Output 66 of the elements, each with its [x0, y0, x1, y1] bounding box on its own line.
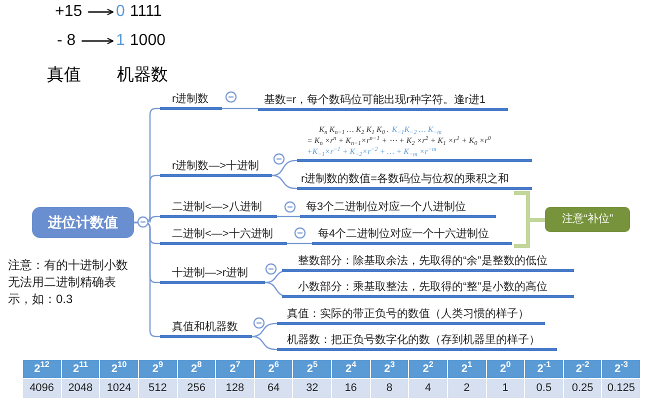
table-cell: 4 [409, 379, 447, 398]
table-header-cell: 2$^{4}$ [332, 360, 370, 378]
table-cell: 0.5 [525, 379, 563, 398]
table-cell: 1024 [100, 379, 138, 398]
topic: 每3个二进制位对应一个八进制位 [300, 200, 496, 218]
topic: r进制数—>十进制 [160, 159, 272, 177]
root-topic: 进位计数值 [32, 207, 134, 238]
branch-line [252, 336, 278, 350]
topic: 真值：实际的带正负号的数值（人类习惯的样子） [277, 307, 545, 325]
table-cell: 64 [254, 379, 292, 398]
table-header-cell: 2$^{11}$ [62, 360, 100, 378]
topic: 基数=r，每个数码位可能出现r种字符。逢r进1 [258, 93, 508, 111]
table-cell: 32 [293, 379, 331, 398]
table-header-cell: 2$^{10}$ [100, 360, 138, 378]
formula: K$_{n}$ K$_{n−1}$ … K$_{2}$ K$_{1}$ K$_{0}$ . K$_{−1}$K$_{−2}$ … K$_{−m}$ = K$_{n}$ ×r$^{n}$ + K$_{n−1}$×r$^{n−1}$ + ⋯ + K$_{2}$ ×r$^{2}$ + K$_{1}$ ×r$^{1}$ + K$_{0}$ ×r$^{0}$ +K$_{−1}$×r$^{−1}$ + K$_{−2}$×r$^{−2}$ + … + K$_{−m}$ ×r$^{−m}$ [297, 124, 532, 162]
table-cell: 0.125 [602, 379, 640, 398]
table-cell: 16 [332, 379, 370, 398]
caption-text: 机器数 [117, 64, 168, 86]
arrow [82, 38, 114, 44]
table-header-cell: 2$^{5}$ [293, 360, 331, 378]
table-header-cell: 2$^{-1}$ [525, 360, 563, 378]
branch-line [252, 322, 278, 338]
note-tag: 注意“补位” [545, 207, 630, 232]
number-text: - 8 [57, 31, 76, 51]
table-header-cell: 2$^{9}$ [138, 360, 176, 378]
table-header-cell: 2$^{8}$ [178, 360, 216, 378]
branch-line [222, 108, 258, 110]
note-text: 注意：有的十进制小数无法用二进制精确表示，如：0.3 [8, 257, 129, 308]
table-cell: 128 [216, 379, 254, 398]
table-cell: 4096 [23, 379, 61, 398]
table-header-cell: 2$^{-2}$ [564, 360, 602, 378]
table-header-cell: 2$^{12}$ [23, 360, 61, 378]
number-text: 1 1000 [116, 31, 166, 51]
number-text: 0 1111 [116, 2, 162, 22]
topic: 机器数：把正负号数字化的数（存到机器里的样子） [277, 333, 557, 351]
caption-text: 真值 [47, 64, 81, 86]
table-header-cell: 2$^{6}$ [254, 360, 292, 378]
topic: 整数部分：除基取余法，先取得的“余”是整数的低位 [282, 254, 574, 272]
table-cell: 2048 [62, 379, 100, 398]
topic: 每4个二进制位对应一个十六进制位 [312, 227, 512, 245]
table-header-cell: 2$^{2}$ [409, 360, 447, 378]
topic: r进制数 [160, 92, 222, 110]
table-cell: 8 [370, 379, 408, 398]
topic: 十进制—>r进制 [160, 266, 265, 284]
table-cell: 2 [448, 379, 486, 398]
table-header-cell: 2$^{7}$ [216, 360, 254, 378]
topic: r进制数的数值=各数码位与位权的乘积之和 [297, 172, 532, 190]
topic: 二进制<—>十六进制 [160, 227, 287, 245]
table-cell: 512 [138, 379, 176, 398]
number-text: +15 [55, 2, 82, 22]
table-header-cell: 2$^{0}$ [486, 360, 524, 378]
table-cell: 0.25 [564, 379, 602, 398]
branch-line [287, 242, 312, 244]
branch-line [277, 216, 300, 218]
topic: 小数部分：乘基取整法，先取得的“整”是小数的高位 [282, 280, 574, 298]
branch-line [134, 222, 160, 338]
table-header-cell: 2$^{-3}$ [602, 360, 640, 378]
table-cell: 1 [486, 379, 524, 398]
table-header-cell: 2$^{3}$ [370, 360, 408, 378]
branch-line [272, 174, 298, 190]
topic: 真值和机器数 [160, 320, 252, 338]
table-header-cell: 2$^{1}$ [448, 360, 486, 378]
table-cell: 256 [178, 379, 216, 398]
topic: 二进制<—>八进制 [160, 200, 277, 218]
arrow [88, 8, 114, 16]
branch-line [272, 160, 298, 176]
